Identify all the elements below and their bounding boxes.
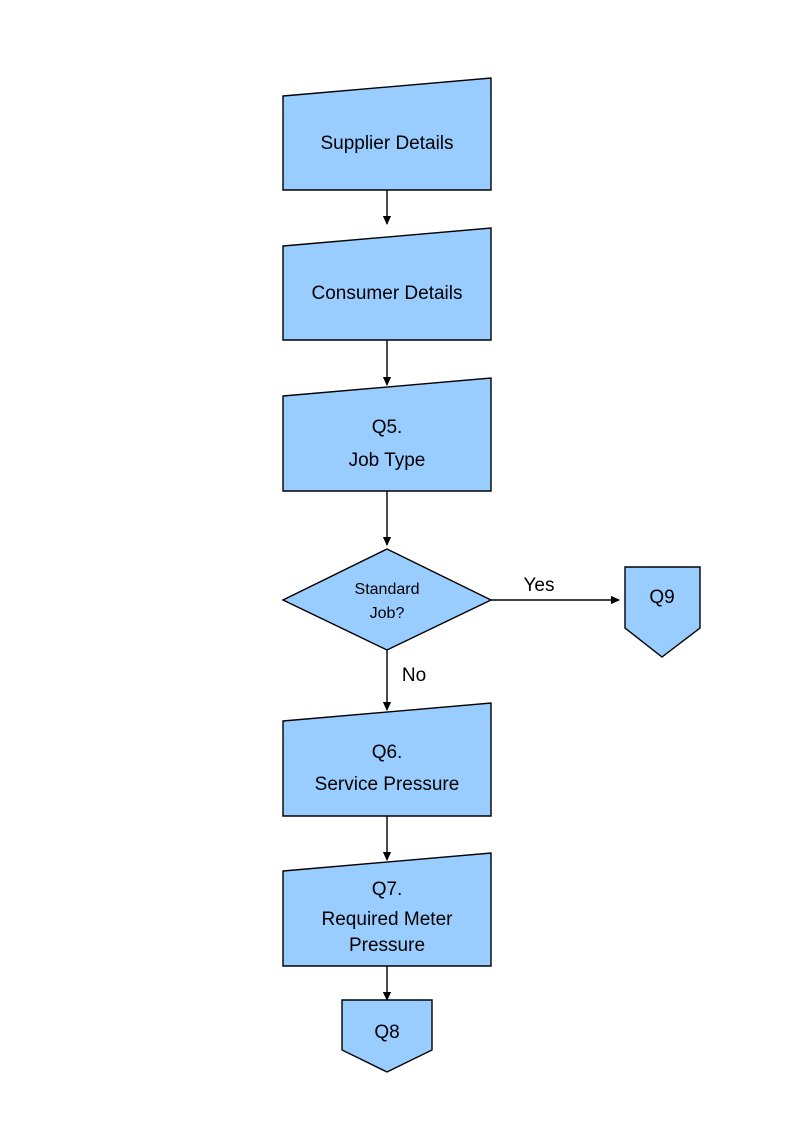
edge-label-layer: Yes No xyxy=(402,575,555,686)
node-standard-job-decision[interactable]: Standard Job? xyxy=(281,548,493,651)
node-q5-job-type[interactable]: Q5. Job Type xyxy=(282,377,492,492)
standard-job-decision-shape[interactable] xyxy=(281,548,493,651)
supplier-details-label: Supplier Details xyxy=(320,133,453,154)
edge-label-yes: Yes xyxy=(524,575,555,596)
q7-required-meter-pressure-shape[interactable] xyxy=(282,852,492,967)
q6-service-pressure-shape[interactable] xyxy=(282,702,492,817)
edge-label-no: No xyxy=(402,665,426,686)
node-q6-service-pressure[interactable]: Q6. Service Pressure xyxy=(282,702,492,817)
consumer-details-shape[interactable] xyxy=(282,227,492,341)
standard-job-decision-label-line1: Standard xyxy=(355,581,420,598)
q5-job-type-label-line1: Q5. xyxy=(372,417,403,438)
node-q8[interactable]: Q8 xyxy=(341,999,433,1073)
q8-label: Q8 xyxy=(374,1022,399,1043)
q7-required-meter-pressure-label-line3: Pressure xyxy=(349,935,425,956)
node-q9[interactable]: Q9 xyxy=(624,566,701,658)
node-q7-required-meter-pressure[interactable]: Q7. Required Meter Pressure xyxy=(282,852,492,967)
supplier-details-shape[interactable] xyxy=(282,77,492,191)
edge-layer xyxy=(382,190,620,1001)
q9-label: Q9 xyxy=(649,587,674,608)
q9-shape[interactable] xyxy=(624,566,701,658)
node-consumer-details[interactable]: Consumer Details xyxy=(282,227,492,341)
q8-shape[interactable] xyxy=(341,999,433,1073)
consumer-details-label: Consumer Details xyxy=(312,283,463,304)
node-supplier-details[interactable]: Supplier Details xyxy=(282,77,492,191)
q6-service-pressure-label-line1: Q6. xyxy=(372,742,403,763)
q7-required-meter-pressure-label-line2: Required Meter xyxy=(322,909,454,930)
q7-required-meter-pressure-label-line1: Q7. xyxy=(372,879,403,900)
q6-service-pressure-label-line2: Service Pressure xyxy=(315,774,460,795)
standard-job-decision-label-line2: Job? xyxy=(370,605,405,622)
q5-job-type-label-line2: Job Type xyxy=(349,450,426,471)
q5-job-type-shape[interactable] xyxy=(282,377,492,492)
